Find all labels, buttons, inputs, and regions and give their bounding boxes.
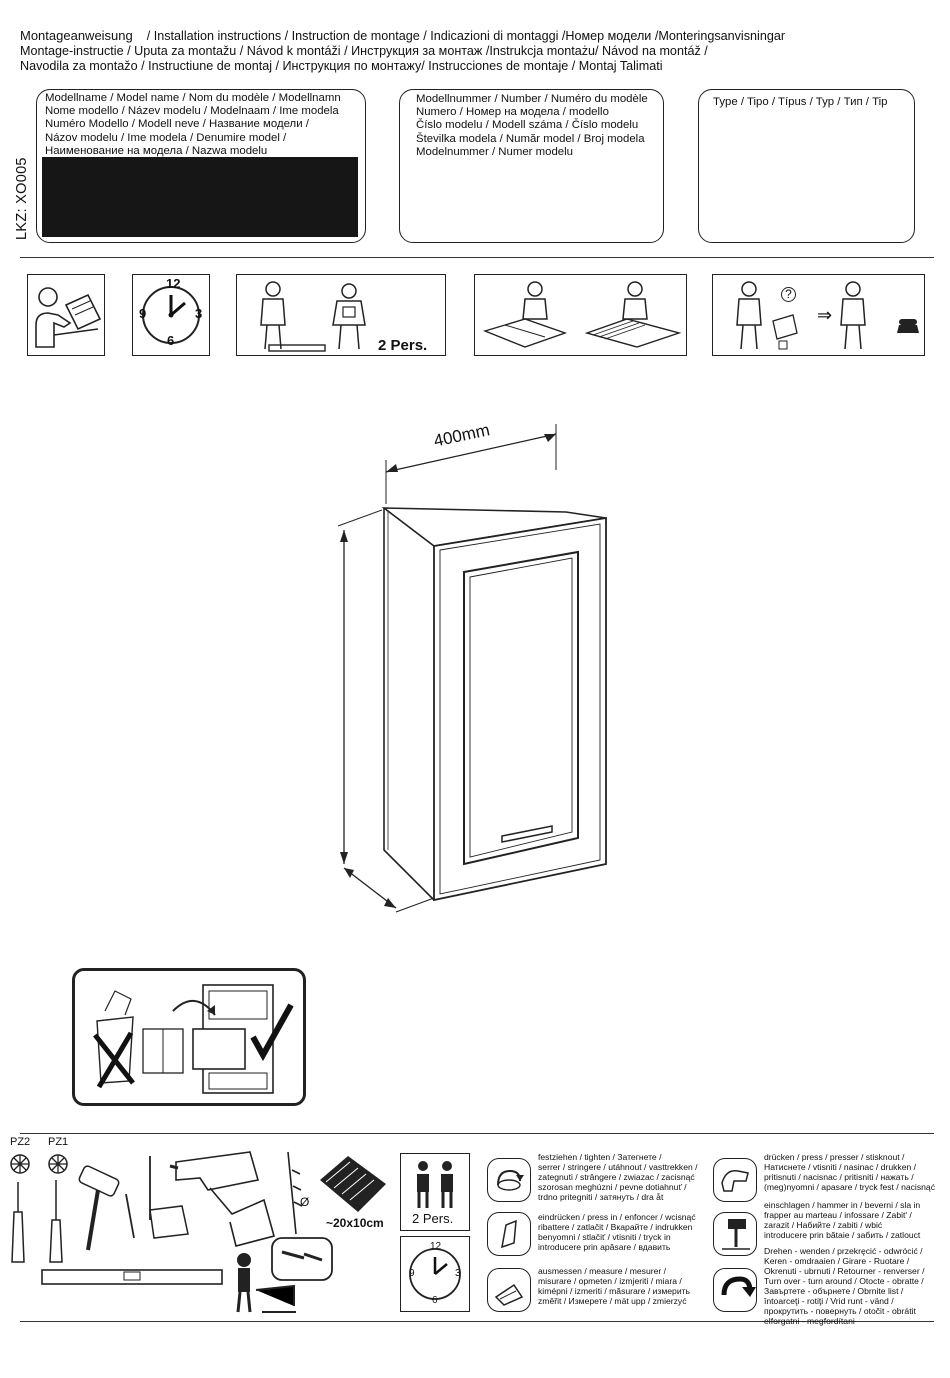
hammer-in-icon [713,1212,757,1256]
tighten-icon [487,1158,531,1202]
type-box: Type / Tipo / Típus / Typ / Тип / Tip [698,89,915,243]
missing-parts-call-icon: ? ⇒ [712,274,925,356]
type-label: Type / Tipo / Típus / Typ / Тип / Tip [713,96,888,108]
two-persons-icon: 2 Pers. [236,274,446,356]
header-line-2: Montage-instructie / Uputa za montažu / … [20,44,708,58]
spirit-level-icon [41,1269,223,1285]
office-chair-person-icon [236,1253,296,1313]
clock-small-icon: 12 3 6 9 [400,1236,470,1312]
clock-small-9: 9 [409,1268,415,1279]
door-handle [501,825,553,843]
read-instructions-icon [27,274,105,356]
nail-icon [125,1193,135,1239]
two-persons-small-label: 2 Pers. [412,1211,454,1226]
clock-small-3: 3 [455,1268,461,1279]
press-icon [713,1158,757,1202]
board-size-label: ~20x10cm [326,1216,384,1230]
wood-board-icon [320,1156,386,1212]
clock-6: 6 [167,333,175,348]
tools-divider-top [20,1133,934,1135]
two-persons-label: 2 Pers. [378,337,428,354]
screwdriver-pz1-icon [49,1180,63,1263]
turn-over-text: Drehen - wenden / przekręcić - odwrócić … [764,1246,925,1326]
tools-divider-bottom [20,1321,934,1323]
header-title: Montageanweisung [20,28,133,43]
header: Montageanweisung / Installation instruct… [20,28,785,74]
header-line-1: Montageanweisung / Installation instruct… [20,28,785,44]
drill-bit-icon [287,1151,303,1235]
width-dimension-line [385,433,557,473]
question-mark: ? [781,287,796,302]
model-name-label: Modellname / Model name / Nom du modèle … [45,92,341,157]
divider [20,257,934,259]
phillips-pz1-icon [48,1154,68,1174]
unpack-carton-icon [474,274,687,356]
clock-12: 12 [166,276,181,291]
model-number-box: Modellnummer / Number / Numéro du modèle… [399,89,664,243]
lkz-code: LKZ: XO005 [14,157,30,240]
dowel-diameter-symbol: Ø [300,1195,310,1209]
model-number-label: Modellnummer / Number / Numéro du modèle… [416,93,648,158]
press-text: drücken / press / presser / stisknout / … [764,1152,935,1192]
pz2-label: PZ2 [10,1136,31,1148]
press-in-icon [487,1212,531,1256]
keep-instructions-icon [72,968,306,1106]
tools-illustration [10,1151,386,1313]
clock-small-6: 6 [432,1295,438,1306]
folding-rule-icon [149,1205,189,1239]
header-line-1-rest: / Installation instructions / Instructio… [146,29,786,43]
measure-text: ausmessen / measure / mesurer / misurare… [538,1266,691,1306]
phillips-pz2-icon [10,1154,30,1174]
cordless-drill-icon [169,1151,275,1247]
clock-icon: 12 3 6 9 [132,274,210,356]
pz1-label: PZ1 [48,1136,69,1148]
cabinet-drawing [337,424,607,913]
hammer-in-text: einschlagen / hammer in / beverni / sla … [764,1200,921,1240]
clock-9: 9 [139,306,147,321]
clock-small-12: 12 [430,1241,442,1252]
press-in-text: eindrücken / press in / enfoncer / wcisn… [538,1212,696,1252]
screwdriver-pz2-icon [11,1182,25,1263]
measure-icon [487,1268,531,1312]
header-line-3: Navodila za montažo / Instructiune de mo… [20,59,663,73]
rubber-mallet-icon [78,1165,120,1251]
tighten-text: festziehen / tighten / Затегнете / serre… [538,1152,698,1202]
arrow-right: ⇒ [817,305,833,325]
dowel-screw-icon [271,1237,333,1281]
turn-over-icon [713,1268,757,1312]
clock-3: 3 [195,306,203,321]
two-persons-small-icon: 2 Pers. [400,1153,470,1231]
model-name-field [42,157,358,237]
